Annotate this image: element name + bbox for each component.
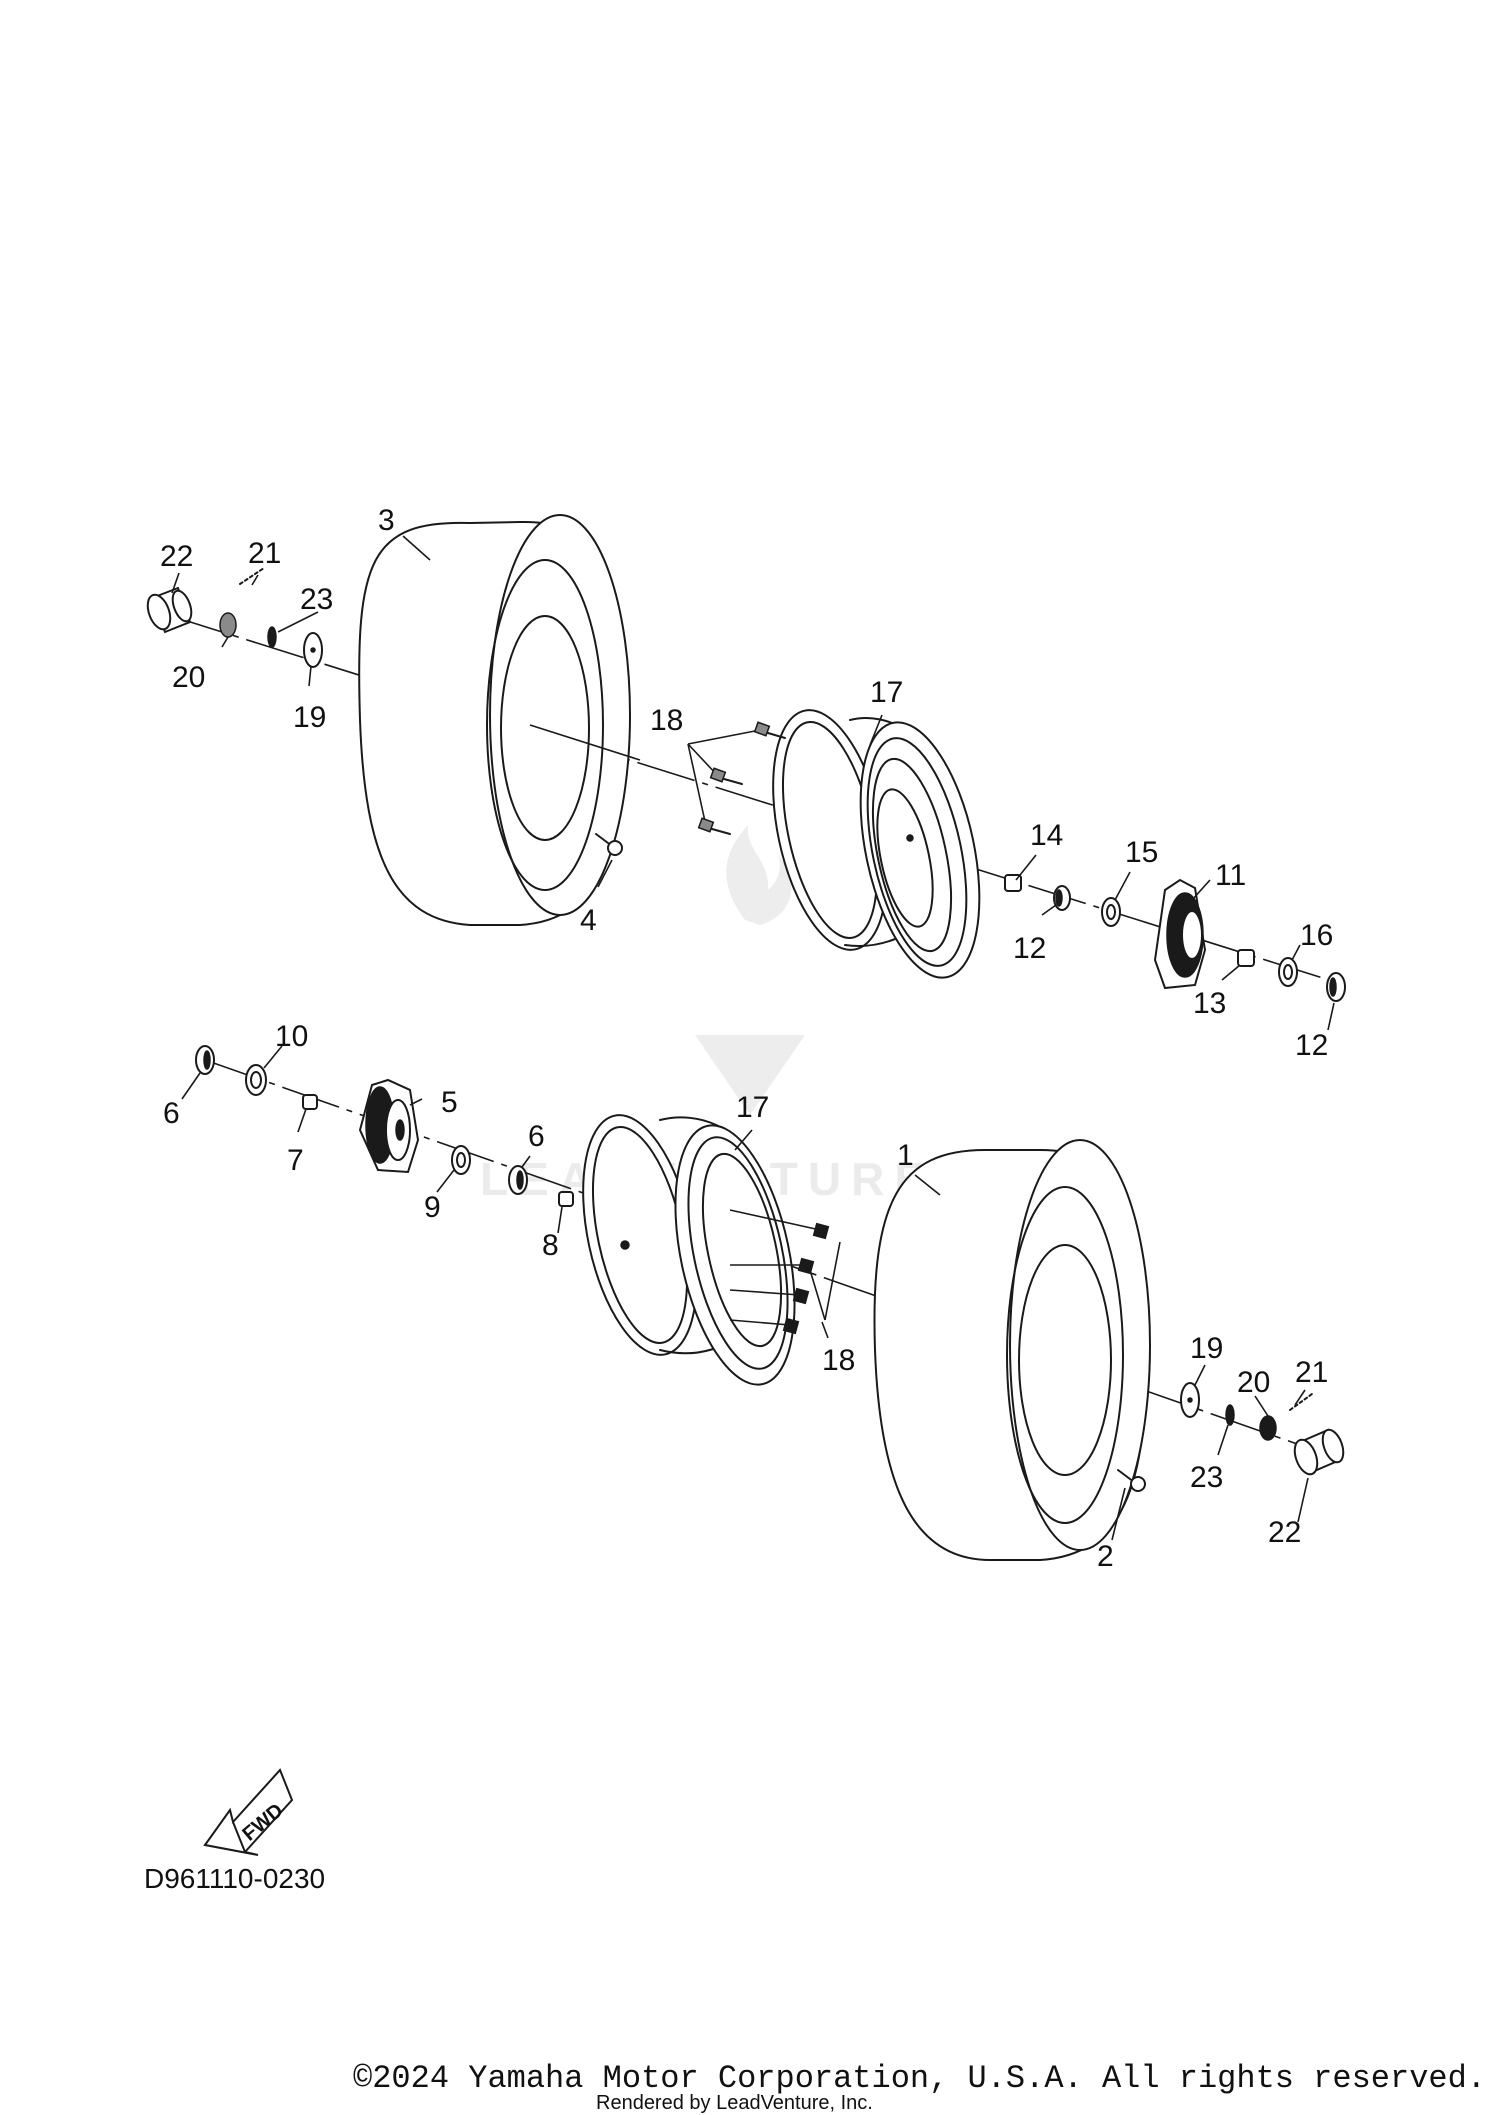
rear-wheel-bolts (687, 721, 786, 835)
rear-pin (239, 567, 265, 585)
callout-front-plate-washer: 19 (1190, 1332, 1223, 1365)
callout-spacer-8: 8 (542, 1229, 559, 1262)
seal-12-b (1326, 972, 1346, 1002)
bearing-15 (1101, 897, 1121, 927)
callout-rear-hub: 11 (1215, 859, 1246, 892)
leader-lines (171, 535, 1335, 1541)
rear-cap (146, 586, 193, 634)
seal-6-b (508, 1165, 528, 1195)
front-nut (1259, 1415, 1277, 1441)
front-pin (1289, 1393, 1313, 1411)
callout-bearing-9: 9 (424, 1191, 441, 1224)
bearing-9 (451, 1145, 471, 1175)
front-hub (358, 1078, 420, 1174)
rear-wheel (772, 709, 981, 979)
front-wheel-bolts (729, 1209, 841, 1335)
copyright-notice: ©2024 Yamaha Motor Corporation, U.S.A. A… (353, 2060, 1486, 2097)
callout-rear-wheel: 17 (870, 676, 903, 709)
rear-tire (358, 514, 631, 926)
callout-rear-valve: 4 (580, 904, 597, 937)
fwd-arrow-icon: FWD (203, 1768, 294, 1856)
callout-rear-cap: 22 (160, 540, 193, 573)
rear-tire-axis (529, 724, 641, 761)
callout-rear-nut: 20 (172, 661, 205, 694)
callout-front-bolts: 18 (822, 1344, 855, 1377)
rear-plate-washer (303, 632, 323, 668)
callout-bearing-15: 15 (1125, 836, 1158, 869)
front-valve (1117, 1469, 1146, 1492)
front-washer (1225, 1404, 1235, 1426)
bearing-10 (245, 1064, 267, 1096)
rendered-by-notice: Rendered by LeadVenture, Inc. (596, 2092, 873, 2114)
callout-bearing-10: 10 (275, 1020, 308, 1053)
callout-rear-tire: 3 (378, 504, 395, 537)
callout-seal-12-b: 12 (1295, 1029, 1328, 1062)
callout-rear-bolts: 18 (650, 704, 683, 737)
callout-seal-6-b: 6 (528, 1120, 545, 1153)
collar-7 (302, 1094, 318, 1110)
callout-front-wheel: 17 (736, 1091, 769, 1124)
rear-nut (219, 612, 237, 638)
callout-spacer-14: 14 (1030, 819, 1063, 852)
callout-front-cap: 22 (1268, 1516, 1301, 1549)
rear-washer (267, 626, 277, 648)
callout-front-pin: 21 (1295, 1356, 1328, 1389)
callout-collar-7: 7 (287, 1144, 304, 1177)
callout-front-valve: 2 (1097, 1540, 1114, 1573)
front-plate-washer (1180, 1382, 1200, 1418)
callout-rear-pin: 21 (248, 537, 281, 570)
callout-rear-plate-washer: 19 (293, 701, 326, 734)
callout-front-tire: 1 (897, 1139, 914, 1172)
seal-12-a (1053, 885, 1071, 911)
callout-seal-6-a: 6 (163, 1097, 180, 1130)
callout-rear-washer: 23 (300, 583, 333, 616)
callout-collar-13: 13 (1193, 987, 1226, 1020)
callout-bearing-16: 16 (1300, 919, 1333, 952)
watermark-logo (695, 825, 805, 1115)
rear-hub (1153, 878, 1207, 990)
front-cap (1293, 1428, 1345, 1476)
callout-seal-12-a: 12 (1013, 932, 1046, 965)
front-tire (873, 1139, 1151, 1561)
callout-front-nut: 20 (1237, 1366, 1270, 1399)
front-wheel (582, 1114, 796, 1386)
callout-labels: 3 4 17 18 22 21 20 23 19 14 12 15 11 13 … (160, 504, 1333, 1573)
collar-13 (1237, 949, 1255, 967)
callout-front-hub: 5 (441, 1086, 458, 1119)
rear-valve (595, 833, 623, 856)
seal-6-a (195, 1045, 215, 1075)
callout-front-washer: 23 (1190, 1461, 1223, 1494)
bearing-16 (1278, 957, 1298, 987)
spacer-8 (558, 1191, 574, 1207)
diagram-code: D961110-0230 (144, 1863, 325, 1894)
